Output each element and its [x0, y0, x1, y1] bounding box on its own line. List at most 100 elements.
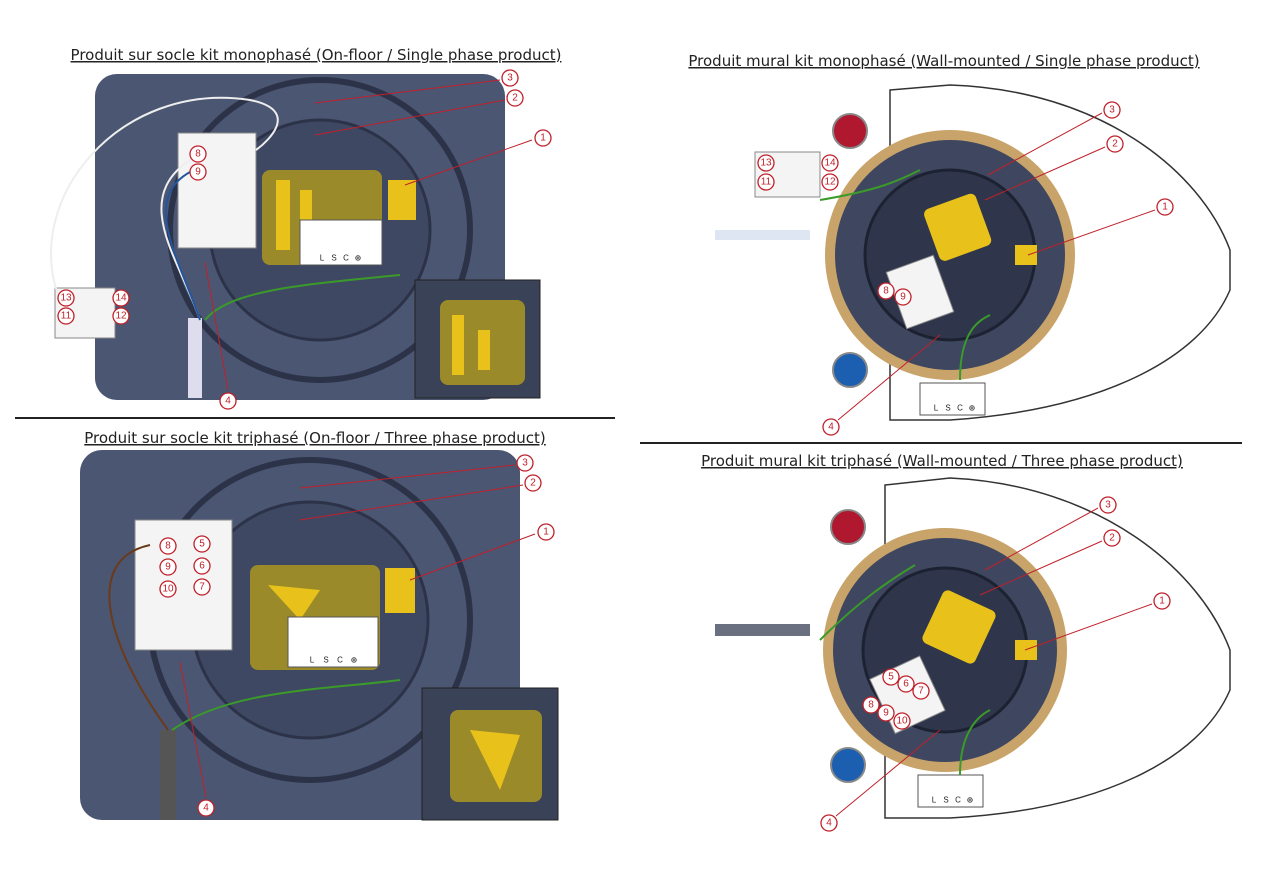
supply-cable — [160, 730, 176, 820]
callout-4: 4 — [197, 799, 215, 817]
terminal-block — [919, 382, 986, 416]
callout-number: 8 — [195, 149, 201, 160]
callout-number: 12 — [824, 177, 836, 188]
thermostat-block — [134, 519, 233, 651]
callout-number: 4 — [203, 803, 209, 814]
callout-number: 9 — [165, 562, 171, 573]
callout-9: 9 — [894, 288, 912, 306]
svg-text:S: S — [331, 254, 336, 263]
callout-number: 4 — [826, 818, 832, 829]
callout-6: 6 — [897, 675, 915, 693]
svg-text:⊕: ⊕ — [967, 796, 974, 805]
callout-3: 3 — [501, 69, 519, 87]
callout-4: 4 — [820, 814, 838, 832]
supply-cable — [188, 318, 202, 398]
callout-number: 7 — [918, 686, 924, 697]
callout-8: 8 — [159, 537, 177, 555]
callout-number: 6 — [903, 679, 909, 690]
terminal-block — [299, 219, 383, 266]
panel-title: Produit mural kit triphasé (Wall-mounted… — [701, 452, 1183, 470]
callout-3: 3 — [1099, 496, 1117, 514]
callout-9: 9 — [159, 558, 177, 576]
terminal-labels: L S C ⊕ — [934, 404, 976, 413]
callout-1: 1 — [537, 523, 555, 541]
callout-number: 12 — [115, 311, 127, 322]
indicator-light-red — [832, 113, 868, 149]
panel-wall-three-phase: Produit mural kit triphasé (Wall-mounted… — [701, 452, 1231, 819]
panel-title: Produit mural kit monophasé (Wall-mounte… — [688, 52, 1199, 70]
callout-6: 6 — [193, 557, 211, 575]
callout-number: 10 — [896, 716, 908, 727]
panel-onfloor-three-phase: Produit sur socle kit triphasé (On-floor… — [80, 429, 559, 821]
callout-5: 5 — [882, 668, 900, 686]
callout-number: 11 — [761, 177, 772, 188]
callout-number: 9 — [900, 292, 906, 303]
svg-text:S: S — [945, 404, 950, 413]
thermal-cutout — [388, 180, 416, 220]
svg-text:⊕: ⊕ — [351, 656, 358, 665]
callout-13: 13 — [757, 154, 775, 172]
callout-number: 3 — [507, 73, 513, 84]
callout-number: 2 — [530, 478, 536, 489]
svg-text:S: S — [323, 656, 328, 665]
heating-element-board — [924, 193, 992, 261]
callout-number: 8 — [165, 541, 171, 552]
callout-3: 3 — [516, 454, 534, 472]
callout-8: 8 — [189, 145, 207, 163]
callout-number: 4 — [828, 422, 834, 433]
callout-14: 14 — [821, 154, 839, 172]
callout-number: 9 — [883, 708, 889, 719]
terminal-labels: L S C ⊕ — [320, 254, 362, 263]
callout-number: 1 — [1159, 596, 1165, 607]
callout-14: 14 — [112, 289, 130, 307]
supply-cable — [715, 230, 810, 240]
callout-4: 4 — [219, 392, 237, 410]
callout-number: 2 — [1112, 139, 1118, 150]
callout-2: 2 — [524, 474, 542, 492]
callout-1: 1 — [1156, 198, 1174, 216]
panel-onfloor-single-phase: Produit sur socle kit monophasé (On-floo… — [50, 46, 561, 400]
svg-text:C: C — [955, 796, 961, 805]
callout-7: 7 — [193, 578, 211, 596]
callout-10: 10 — [159, 580, 177, 598]
callout-number: 14 — [824, 158, 836, 169]
callout-number: 7 — [199, 582, 205, 593]
callout-number: 11 — [61, 311, 72, 322]
svg-text:L: L — [310, 656, 315, 665]
callout-13: 13 — [57, 289, 75, 307]
svg-text:C: C — [343, 254, 349, 263]
thermostat-block — [177, 132, 257, 249]
callout-3: 3 — [1103, 101, 1121, 119]
panel-title: Produit sur socle kit triphasé (On-floor… — [84, 429, 546, 447]
callout-10: 10 — [893, 712, 911, 730]
callout-number: 13 — [760, 158, 772, 169]
terminal-labels: L S C ⊕ — [932, 796, 974, 805]
terminal-block — [917, 774, 984, 808]
indicator-light-red — [830, 509, 866, 545]
callout-11: 11 — [57, 307, 75, 325]
callout-4: 4 — [822, 418, 840, 436]
indicator-light-blue — [830, 747, 866, 783]
callout-12: 12 — [112, 307, 130, 325]
callout-7: 7 — [912, 682, 930, 700]
supply-cable — [715, 624, 810, 636]
callout-number: 1 — [1162, 202, 1168, 213]
callout-number: 3 — [522, 458, 528, 469]
callout-number: 3 — [1109, 105, 1115, 116]
flange-ring — [167, 77, 473, 383]
panel-wall-single-phase: Produit mural kit monophasé (Wall-mounte… — [688, 52, 1231, 421]
svg-text:L: L — [320, 254, 325, 263]
callout-number: 10 — [162, 584, 174, 595]
callout-9: 9 — [189, 163, 207, 181]
callout-number: 3 — [1105, 500, 1111, 511]
svg-text:C: C — [337, 656, 343, 665]
heating-element-board — [922, 590, 996, 664]
svg-text:L: L — [934, 404, 939, 413]
callout-8: 8 — [862, 696, 880, 714]
callout-1: 1 — [534, 129, 552, 147]
svg-text:⊕: ⊕ — [969, 404, 976, 413]
callout-5: 5 — [193, 535, 211, 553]
callout-number: 2 — [1109, 533, 1115, 544]
